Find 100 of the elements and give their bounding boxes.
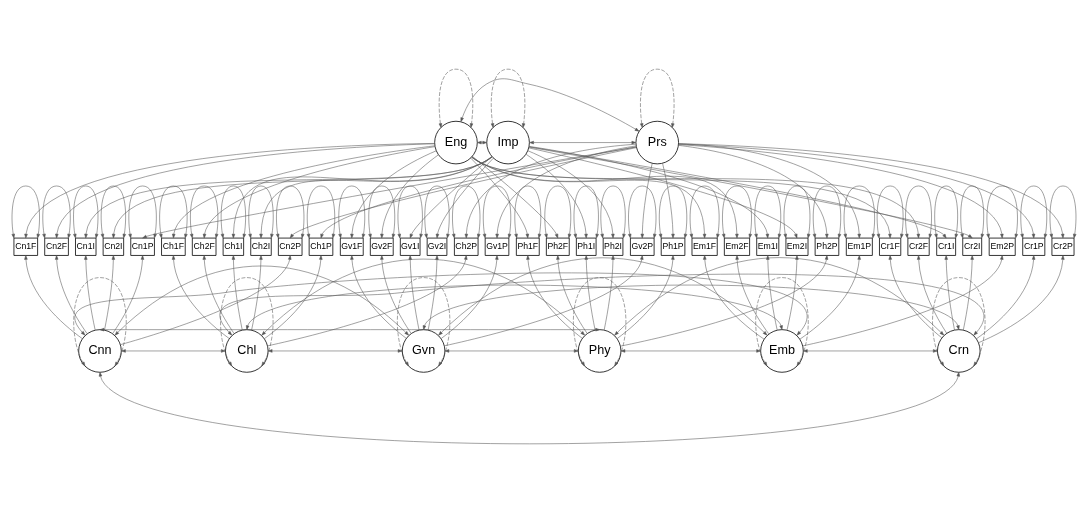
node-box: Em1I: [756, 237, 780, 256]
arrow: [441, 255, 499, 339]
arrow: [934, 185, 958, 239]
arrow: [104, 255, 115, 331]
arrow: [905, 185, 932, 239]
node-box: Ch1P: [308, 237, 334, 256]
arrow: [495, 145, 637, 239]
arrow: [525, 154, 588, 239]
node-box: Gv2I: [426, 237, 448, 256]
node-box: Em1F: [691, 237, 718, 256]
arrow: [620, 255, 829, 347]
arrow: [573, 185, 599, 239]
arrow: [986, 185, 1018, 239]
node-box: Em2I: [785, 237, 809, 256]
node-box: Gv2P: [630, 237, 655, 256]
arrow: [98, 372, 960, 445]
arrow: [55, 255, 88, 335]
arrow: [803, 349, 938, 353]
arrow: [735, 255, 769, 335]
node-box: Gv1F: [339, 237, 364, 256]
arrow: [573, 277, 627, 367]
arrow: [42, 185, 71, 239]
arrow: [703, 255, 765, 340]
arrow: [689, 185, 720, 239]
arrow: [963, 255, 974, 331]
arrow: [620, 349, 761, 353]
arrow: [248, 185, 274, 239]
arrow: [617, 255, 675, 339]
arrow: [438, 68, 474, 128]
arrow: [755, 277, 809, 367]
arrow: [267, 349, 403, 353]
arrow: [220, 185, 246, 239]
arrow: [1049, 185, 1077, 239]
node-box: Ph2P: [814, 237, 840, 256]
node-box: Cr1F: [879, 237, 902, 256]
node-box: Ch1F: [161, 237, 186, 256]
arrow: [435, 157, 494, 239]
node-box: Ph1F: [515, 237, 540, 256]
arrow: [812, 185, 842, 239]
arrow: [142, 146, 637, 239]
arrow: [171, 255, 230, 339]
arrow: [422, 284, 960, 330]
arrow: [662, 163, 675, 239]
arrow: [452, 185, 481, 239]
node-box: Em2F: [723, 237, 750, 256]
arrow: [231, 255, 243, 331]
arrow: [614, 257, 945, 336]
arrow: [876, 185, 904, 239]
arrow: [120, 255, 292, 345]
arrow: [527, 150, 615, 239]
arrow: [408, 255, 420, 331]
arrow: [802, 255, 1004, 347]
arrow: [397, 277, 451, 367]
arrow: [482, 185, 512, 239]
arrow: [112, 255, 145, 334]
arrow: [444, 349, 579, 353]
arrow: [766, 255, 778, 331]
node-box: Em2P: [988, 237, 1016, 256]
arrow: [843, 185, 876, 239]
node-box: Gv2F: [369, 237, 394, 256]
node-box: Ch2P: [454, 237, 479, 256]
arrow: [678, 143, 861, 239]
arrow: [786, 255, 799, 331]
node-box: Ph1P: [660, 237, 686, 256]
node-box: Cr2I: [962, 237, 983, 256]
node-box: Cr1P: [1022, 237, 1046, 256]
arrow: [159, 185, 188, 239]
node-box: Cn2I: [102, 237, 125, 256]
node-box: Cr2F: [907, 237, 930, 256]
arrow: [584, 255, 596, 331]
arrow: [128, 185, 157, 239]
arrow: [640, 68, 675, 128]
arrow: [460, 78, 640, 132]
node-box: Ph1I: [575, 237, 597, 256]
arrow: [526, 255, 583, 339]
arrow: [202, 255, 235, 334]
arrow: [960, 185, 984, 239]
arrow: [121, 349, 226, 353]
arrow: [932, 277, 986, 367]
arrow: [264, 255, 323, 339]
arrow: [338, 185, 366, 239]
arrow: [73, 277, 127, 367]
arrow: [380, 154, 439, 239]
node-box: Ch1I: [222, 237, 245, 256]
node-box: Cr2P: [1051, 237, 1075, 256]
arrow: [754, 185, 782, 239]
arrow: [640, 163, 653, 239]
node-box: Ph2I: [602, 237, 624, 256]
arrow: [722, 185, 752, 239]
node-box: Ch2F: [191, 237, 217, 256]
arrow: [114, 265, 409, 336]
node-box: Cr1I: [936, 237, 957, 256]
arrow: [11, 185, 40, 239]
arrow: [219, 273, 984, 336]
arrow: [556, 255, 588, 334]
arrow: [84, 255, 96, 331]
arrow: [424, 185, 450, 239]
node-box: Cn1P: [130, 237, 155, 256]
arrow: [470, 157, 529, 239]
arrow: [514, 185, 542, 239]
